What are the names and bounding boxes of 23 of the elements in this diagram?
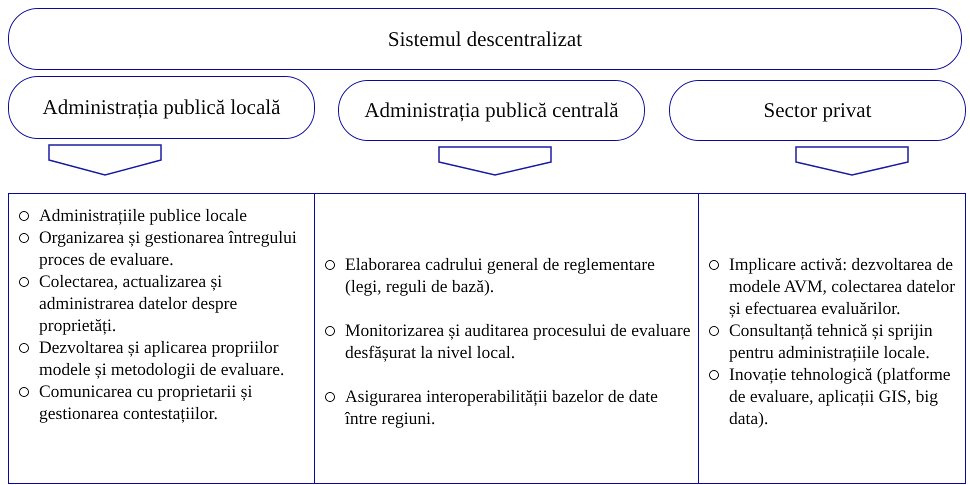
bullet-text: Elaborarea cadrului general de reglementare (legi, reguli de bază). [345,252,656,296]
bullet-text: Administrațiile publice locale [39,204,247,226]
bullet-text: Asigurarea interoperabilității bazelor de date între regiuni. [345,384,659,428]
bullet-text: Dezvoltarea și aplicarea propriilor modele și metodologii de evaluare. [39,336,286,380]
bullet-text: Colectarea, actualizarea și administrarea datelor despre proprietăți. [39,270,238,336]
bullet-text: Consultanță tehnică și sprijin pentru administrațiile locale. [729,318,934,362]
block-arrow [48,144,162,176]
bullet-text: Implicare activă: dezvoltarea de modele AVM, colectarea datelor și efectuarea evaluărilor. [729,252,956,318]
bullet-text: Inovație tehnologică (platforme de evaluare, aplicații GIS, big data). [729,362,952,428]
box-title: Sector privat [764,98,872,123]
box-title: Sistemul descentralizat [388,26,582,52]
box-title: Administrația publică centrală [364,98,619,123]
box-title: Administrația publică locală [42,95,280,120]
table-cell [314,193,700,484]
bullet-text: Organizarea și gestionarea întregului proces de evaluare. [39,226,298,270]
table-cell [698,193,966,484]
bullet-text: Monitorizarea și auditarea procesului de evaluare desfășurat la nivel local. [345,318,692,362]
block-arrow [795,146,909,176]
rounded-box [8,76,315,139]
block-arrow [438,146,552,176]
rounded-box [8,8,962,70]
bullet-text: Comunicarea cu proprietarii și gestionarea contestațiilor. [39,380,254,424]
table-cell [8,193,316,484]
